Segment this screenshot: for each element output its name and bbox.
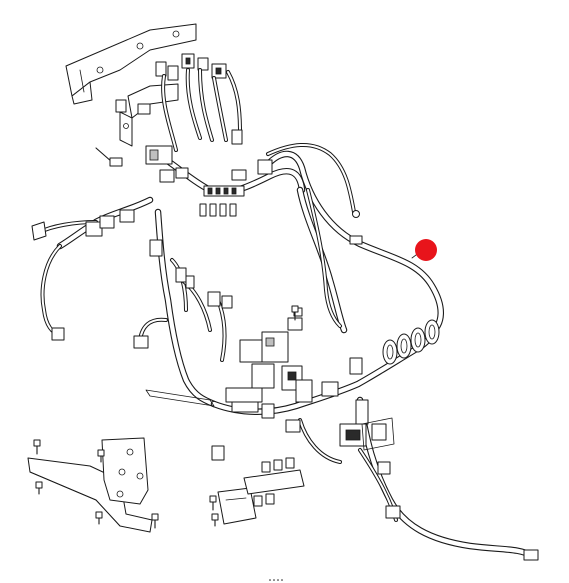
top-mounting-bracket	[65, 23, 197, 147]
bolt	[211, 513, 219, 527]
bolt	[33, 439, 41, 455]
bolts	[33, 305, 299, 529]
bolt	[95, 511, 103, 525]
bolt	[209, 495, 217, 511]
harness-coil-loops	[382, 319, 440, 365]
footer-dots	[269, 579, 283, 581]
bolt	[151, 513, 159, 529]
chassis-rail	[145, 389, 395, 451]
lower-module	[217, 457, 305, 525]
connectors	[31, 145, 539, 561]
callout-marker[interactable]	[411, 239, 437, 261]
lower-mounting-bracket	[27, 437, 153, 533]
bolt	[35, 481, 43, 495]
bolt	[97, 449, 105, 463]
bolt	[291, 305, 299, 321]
upper-connector-cluster	[115, 53, 243, 152]
callout-marker-dot[interactable]	[415, 239, 437, 261]
